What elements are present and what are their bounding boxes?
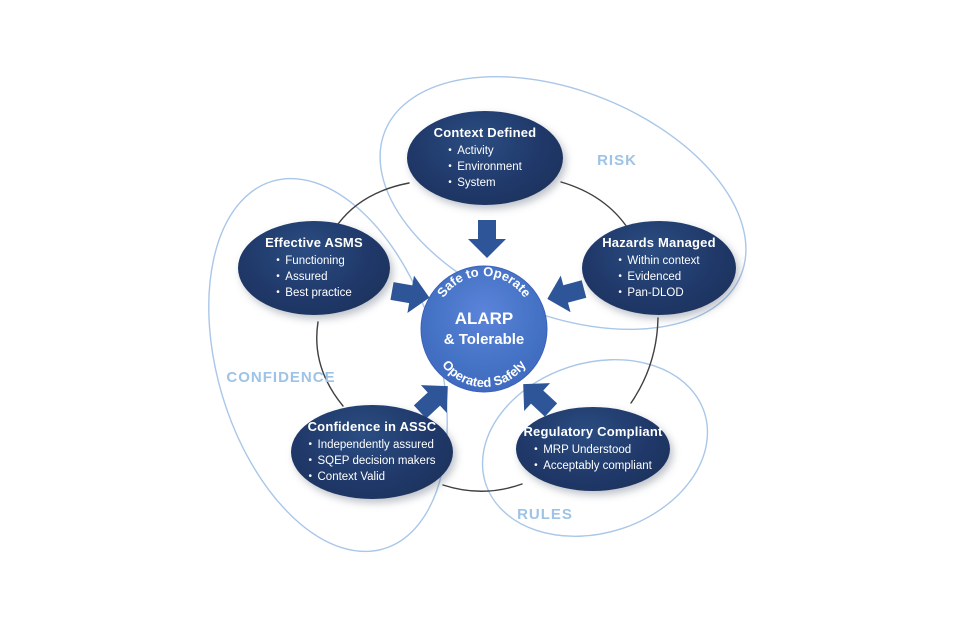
connector-arc-topleft xyxy=(337,182,410,225)
flow-arrow-left xyxy=(390,275,430,314)
bullet-item: System xyxy=(448,175,522,191)
bullet-item: Independently assured xyxy=(308,437,435,453)
connector-arc-bottom xyxy=(442,483,523,492)
node-title: Confidence in ASSC xyxy=(307,418,437,434)
center-label-line1: ALARP xyxy=(455,309,514,328)
center-circle xyxy=(420,265,548,393)
node-ellipse-effective-asms: Effective ASMS FunctioningAssuredBest pr… xyxy=(238,221,390,315)
bullet-item: Environment xyxy=(448,159,522,175)
node-ellipse-context-defined: Context Defined ActivityEnvironmentSyste… xyxy=(407,111,563,205)
node-title: Context Defined xyxy=(433,124,537,140)
node-title: Hazards Managed xyxy=(602,234,716,250)
bullet-item: Within context xyxy=(618,253,699,269)
flow-arrow-right xyxy=(547,275,587,313)
node-ellipse-confidence-in-assc: Confidence in ASSC Independently assured… xyxy=(291,405,453,499)
bullet-list: FunctioningAssuredBest practice xyxy=(276,253,352,302)
risk-group-outline xyxy=(379,75,747,331)
rules-group-outline xyxy=(481,358,709,538)
bullet-item: SQEP decision makers xyxy=(308,453,436,469)
bullet-list: Independently assuredSQEP decision maker… xyxy=(308,437,436,486)
bullet-item: MRP Understood xyxy=(534,442,652,458)
connector-arc-right xyxy=(630,317,659,404)
bullet-item: Acceptably compliant xyxy=(534,458,652,474)
bullet-item: Context Valid xyxy=(308,469,435,485)
group-label-risk: RISK xyxy=(597,152,637,169)
node-title: Effective ASMS xyxy=(265,234,363,250)
node-ellipse-hazards-managed: Hazards Managed Within contextEvidencedP… xyxy=(582,221,736,315)
bullet-item: Functioning xyxy=(276,253,352,269)
bullet-item: Best practice xyxy=(276,285,351,301)
bullet-list: Within contextEvidencedPan-DLOD xyxy=(618,253,699,302)
flow-arrow-bottomleft xyxy=(413,385,448,419)
bullet-item: Pan-DLOD xyxy=(618,285,699,301)
node-title: Regulatory Compliant xyxy=(523,423,663,439)
center-label-line2: & Tolerable xyxy=(444,331,525,348)
connector-arc-left xyxy=(316,321,344,407)
flow-arrow-bottomright xyxy=(523,383,558,417)
group-label-rules: RULES xyxy=(517,506,573,523)
node-ellipse-regulatory-compliant: Regulatory Compliant MRP UnderstoodAccep… xyxy=(516,407,670,491)
bullet-item: Activity xyxy=(448,143,522,159)
flow-arrow-top xyxy=(468,220,506,258)
connector-arc-topright xyxy=(560,181,630,231)
bullet-list: ActivityEnvironmentSystem xyxy=(448,143,522,192)
bullet-list: MRP UnderstoodAcceptably compliant xyxy=(534,442,652,475)
group-label-confidence: CONFIDENCE xyxy=(226,369,336,386)
bullet-item: Evidenced xyxy=(618,269,699,285)
bullet-item: Assured xyxy=(276,269,352,285)
